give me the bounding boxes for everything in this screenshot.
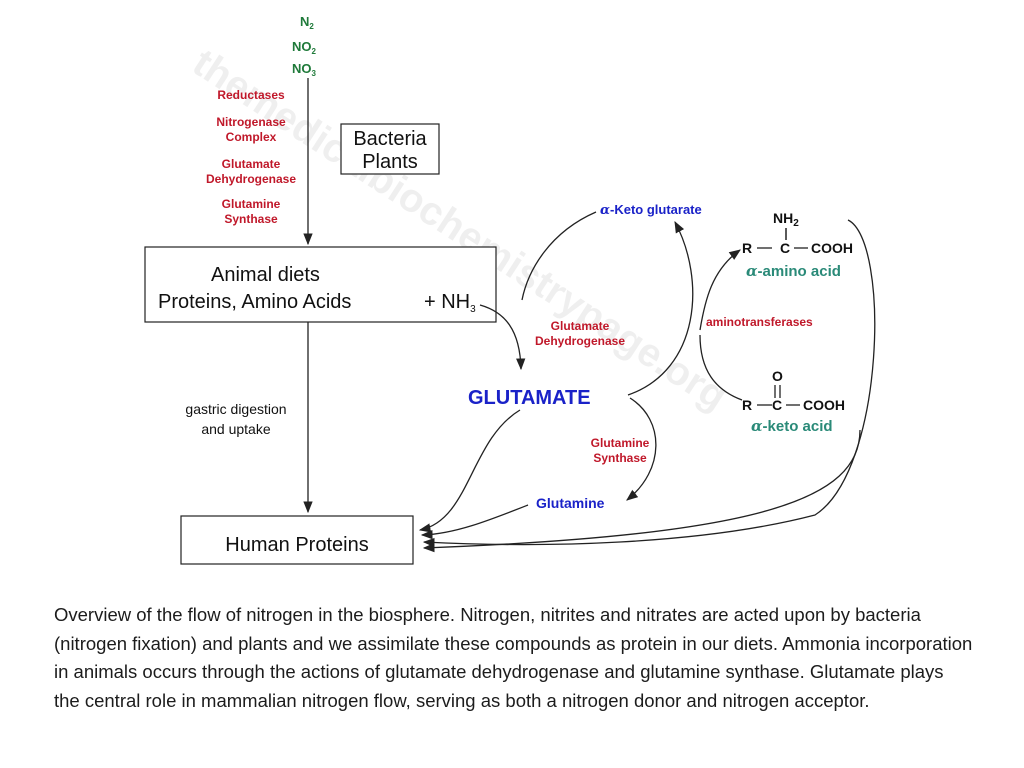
animal-diets-label: Animal diets [211,264,320,286]
keto-r: R [742,397,752,413]
amino-nh2: NH2 [773,210,799,229]
nitrogen-flow-diagram: themedicalbiochemistrypage.org N2 NO2 NO… [144,14,876,565]
gdh-right-label-2: Dehydrogenase [535,334,625,348]
gs-right-label-1: Glutamine [591,436,650,450]
gs-right-label-2: Synthase [593,451,647,465]
keto-acid-structure: O R C COOH α-keto acid [742,368,845,435]
gs-top-label-1: Glutamine [222,197,281,211]
aminotransferases-label: aminotransferases [706,315,813,329]
arrow-glutamate-to-ketoglutarate [627,220,694,396]
proteins-amino-acids-label: Proteins, Amino Acids [158,291,351,313]
keto-cooh: COOH [803,397,845,413]
arrow-glutamate-to-glutamine [626,397,657,501]
no2-label: NO2 [292,39,317,56]
uptake-label: and uptake [201,421,270,437]
animal-diets-box [144,246,497,323]
gdh-top-label-2: Dehydrogenase [206,172,296,186]
arrow-keto-path-to-human [422,429,861,553]
keto-o: O [772,368,783,384]
gdh-right-label-1: Glutamate [551,319,610,333]
arrow-amino-acid-to-human [422,219,876,548]
human-proteins-label: Human Proteins [225,534,368,556]
bacteria-label: Bacteria [353,128,427,150]
no3-label: NO3 [292,61,317,78]
reductases-label: Reductases [217,88,285,102]
amino-c: C [780,240,790,256]
alpha-keto-acid-label: α-keto acid [751,417,833,435]
n2-label: N2 [300,14,314,31]
gdh-top-label-1: Glutamate [222,157,281,171]
amino-cooh: COOH [811,240,853,256]
gastric-digestion-label: gastric digestion [185,401,286,417]
plants-label: Plants [362,151,418,173]
amino-r: R [742,240,752,256]
keto-c: C [772,397,782,413]
arrow-ketoglutarate-to-glutamate [521,211,597,301]
human-proteins-box [180,515,414,565]
alpha-amino-acid-label: α-amino acid [746,262,841,280]
arrow-keto-acid-to-transaminase [699,334,743,401]
nh3-label: + NH3 [424,291,476,315]
alpha-ketoglutarate-label: α-Keto glutarate [600,202,702,218]
arrow-glutamate-to-human [418,409,521,533]
arrow-to-amino-acid [699,249,741,331]
glutamine-label: Glutamine [536,495,605,511]
arrow-glutamine-to-human [420,504,529,540]
bacteria-plants-box [340,123,440,175]
figure-caption: Overview of the flow of nitrogen in the … [54,604,973,711]
nitrogenase-label-1: Nitrogenase [216,115,286,129]
arrow-nh3-to-glutamate [479,304,526,371]
nitrogenase-label-2: Complex [226,130,277,144]
amino-acid-structure: NH2 R C COOH α-amino acid [742,210,853,280]
gs-top-label-2: Synthase [224,212,278,226]
glutamate-label: GLUTAMATE [468,387,591,409]
